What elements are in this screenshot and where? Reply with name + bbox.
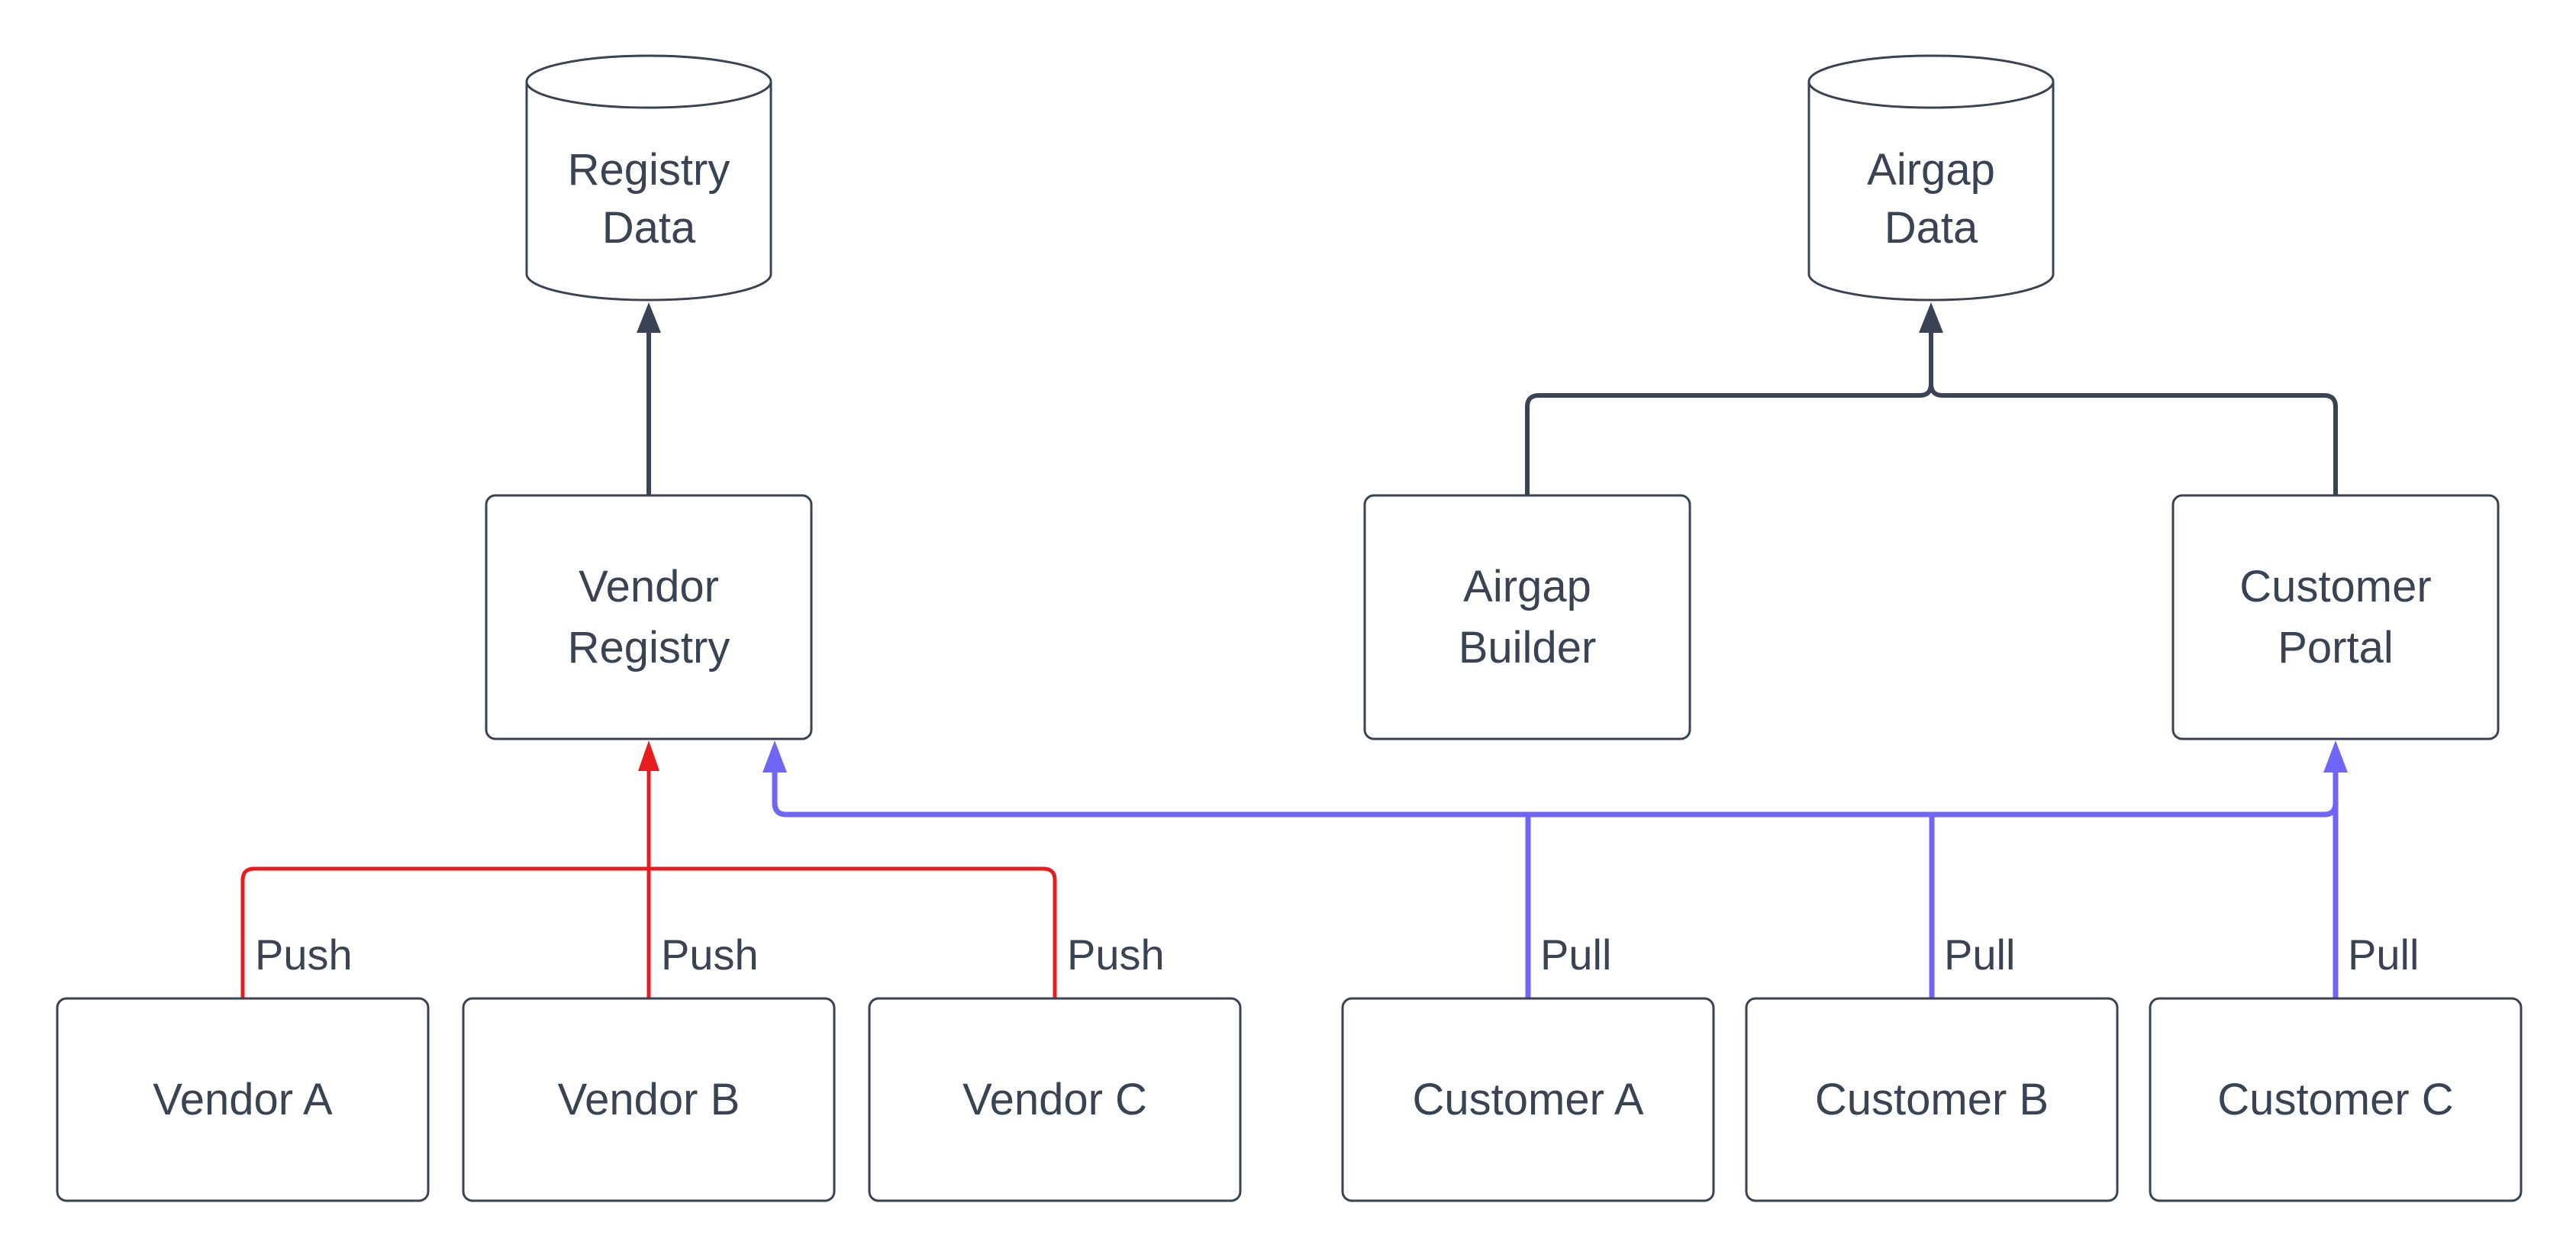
customer-a-box — [1341, 997, 1715, 1202]
vendor-registry-label-line1: Vendor — [579, 562, 719, 611]
arrowhead-registry-data — [637, 302, 661, 333]
airgap-builder-box — [1363, 494, 1691, 740]
registry-data-label-line1: Registry — [568, 145, 730, 195]
edge-pull-bus — [772, 768, 2339, 818]
customer-c-box — [2149, 997, 2523, 1202]
edge-airgap-builder-to-airgap-data — [1525, 328, 1933, 495]
arrowhead-pull-customer-portal — [2323, 740, 2348, 773]
arrowhead-push-vendor-registry — [638, 740, 659, 771]
customer-b-label: Customer B — [1815, 1075, 2049, 1124]
customer-a-label: Customer A — [1413, 1075, 1644, 1124]
customer-c-label: Customer C — [2217, 1075, 2453, 1124]
customer-portal-box — [2171, 494, 2500, 740]
arrowhead-pull-vendor-registry — [762, 740, 787, 773]
node-airgap-builder: Airgap Builder — [1363, 494, 1691, 740]
vendor-c-label: Vendor C — [962, 1075, 1147, 1124]
cylinder-body — [525, 82, 772, 302]
arrowhead-airgap-data — [1919, 302, 1943, 333]
cylinder-body — [1807, 82, 2055, 302]
customer-portal-label-line1: Customer — [2239, 562, 2431, 611]
vendor-b-box — [462, 997, 836, 1202]
node-customer-portal: Customer Portal — [2171, 494, 2500, 740]
edge-label-pull-c: Pull — [2348, 931, 2419, 979]
node-vendor-a: Vendor A — [56, 997, 430, 1202]
node-vendor-registry: Vendor Registry — [485, 494, 813, 740]
airgap-builder-label-line2: Builder — [1459, 623, 1597, 673]
vendor-registry-label-line2: Registry — [568, 623, 730, 673]
edge-label-push-c: Push — [1067, 931, 1165, 979]
registry-data-label-line2: Data — [602, 203, 696, 253]
edge-label-push-a: Push — [255, 931, 353, 979]
node-airgap-data: Airgap Data — [1807, 54, 2055, 302]
airgap-builder-label-line1: Airgap — [1463, 562, 1591, 611]
vendor-b-label: Vendor B — [558, 1075, 740, 1124]
node-vendor-c: Vendor C — [868, 997, 1242, 1202]
customer-portal-label-line2: Portal — [2278, 623, 2394, 673]
node-customer-a: Customer A — [1341, 997, 1715, 1202]
vendor-a-box — [56, 997, 430, 1202]
node-customer-b: Customer B — [1745, 997, 2119, 1202]
vendor-c-box — [868, 997, 1242, 1202]
customer-b-box — [1745, 997, 2119, 1202]
cylinder-top — [1807, 54, 2055, 109]
edge-label-pull-b: Pull — [1944, 931, 2015, 979]
vendor-a-label: Vendor A — [153, 1075, 333, 1124]
edge-label-push-b: Push — [661, 931, 759, 979]
cylinder-top — [525, 54, 772, 109]
edge-customer-portal-to-airgap-data — [1929, 383, 2338, 495]
airgap-data-label-line2: Data — [1884, 203, 1978, 253]
airgap-data-label-line1: Airgap — [1867, 145, 1995, 195]
node-registry-data: Registry Data — [525, 54, 772, 302]
node-vendor-b: Vendor B — [462, 997, 836, 1202]
edge-label-pull-a: Pull — [1540, 931, 1611, 979]
node-customer-c: Customer C — [2149, 997, 2523, 1202]
vendor-registry-box — [485, 494, 813, 740]
